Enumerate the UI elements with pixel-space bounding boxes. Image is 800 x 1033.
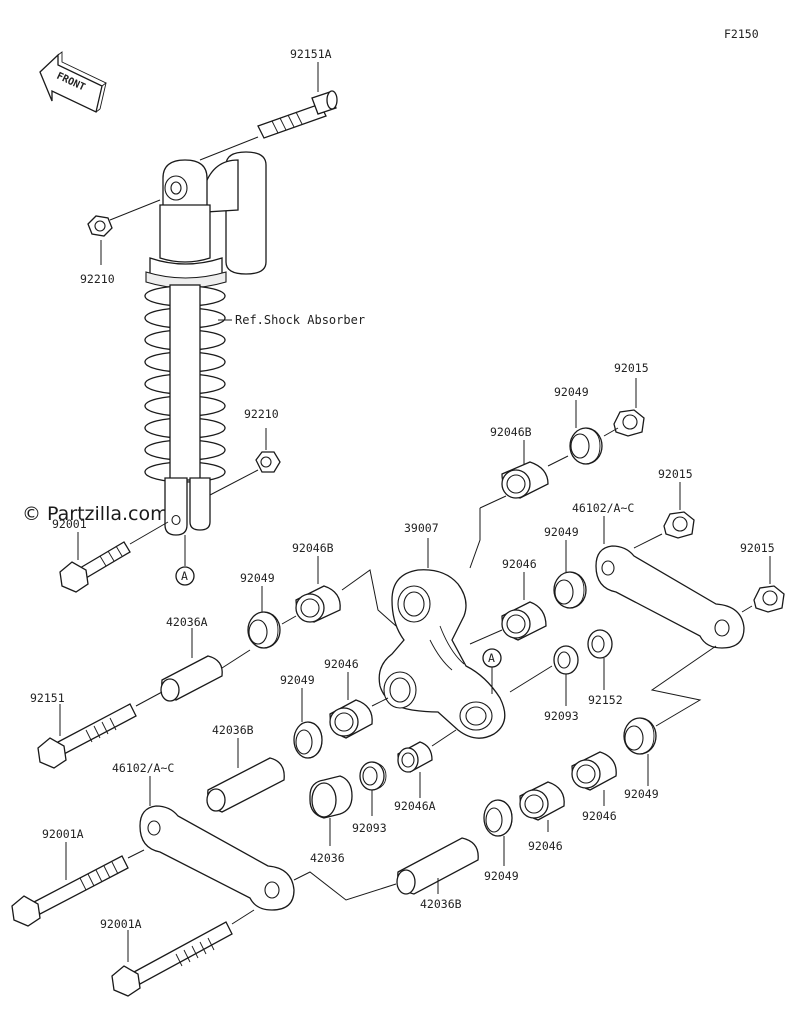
label-92049-f: 92049 <box>484 869 519 883</box>
label-92151a: 92151A <box>290 47 332 61</box>
label-92093-a: 92093 <box>544 709 579 723</box>
collar-42036 <box>309 775 353 819</box>
label-92049-c: 92049 <box>240 571 275 585</box>
collar-92049-bottom <box>483 799 513 837</box>
label-92015-a: 92015 <box>614 361 649 375</box>
nut-92210-top <box>87 215 113 237</box>
bolt-92001 <box>59 541 131 593</box>
label-92046-a: 92046 <box>502 557 537 571</box>
label-46102-b: 46102/A~C <box>112 761 174 775</box>
label-46102-a: 46102/A~C <box>572 501 634 515</box>
partzilla-watermark: © Partzilla.com <box>22 503 169 525</box>
nut-92210-mid <box>255 451 281 473</box>
bearing-92046-c <box>571 751 617 791</box>
label-92046a: 92046A <box>394 799 436 813</box>
front-arrow-icon: FRONT <box>39 51 107 113</box>
label-92046-b: 92046 <box>324 657 359 671</box>
label-92151: 92151 <box>30 691 65 705</box>
bearing-92046b-left <box>295 585 341 623</box>
seal-92093-right <box>553 645 579 675</box>
shock-absorber <box>144 151 267 536</box>
label-92001a-b: 92001A <box>100 917 142 931</box>
label-92210-mid: 92210 <box>244 407 279 421</box>
bolt-92001a-lower <box>111 921 233 997</box>
bolt-92001a-upper <box>11 855 129 927</box>
label-92049-d: 92049 <box>280 673 315 687</box>
bearing-92046-d <box>519 781 565 821</box>
collar-92049-left-a <box>247 611 281 649</box>
nut-92015-far-right <box>753 585 785 613</box>
bearing-92046-b <box>329 699 373 739</box>
ref-shock-absorber-label: Ref.Shock Absorber <box>235 313 365 327</box>
bearing-92046-a <box>501 601 547 641</box>
callout-a-right: A <box>488 651 495 665</box>
bearing-92046b-top <box>501 461 549 499</box>
rocker-arm-39007 <box>378 569 506 739</box>
collar-92049-top <box>569 427 603 465</box>
seal-92093-left <box>359 761 387 791</box>
washer-92152 <box>587 629 613 659</box>
link-46102-left <box>139 805 295 911</box>
label-92093-b: 92093 <box>352 821 387 835</box>
bolt-92151a <box>257 90 338 139</box>
label-92049-b: 92049 <box>544 525 579 539</box>
sleeve-42036a <box>160 655 223 702</box>
label-42036b-b: 42036B <box>420 897 462 911</box>
label-92152: 92152 <box>588 693 623 707</box>
nut-92015-top <box>613 409 645 437</box>
sleeve-42036b-upper <box>206 757 285 813</box>
figure-code: F2150 <box>724 27 759 41</box>
label-92001a-a: 92001A <box>42 827 84 841</box>
label-92049-a: 92049 <box>554 385 589 399</box>
collar-92049-lower-right <box>623 717 657 755</box>
bearing-92046a <box>397 741 433 773</box>
label-92015-b: 92015 <box>658 467 693 481</box>
label-92046b-a: 92046B <box>490 425 532 439</box>
label-92046-d: 92046 <box>528 839 563 853</box>
label-92049-e: 92049 <box>624 787 659 801</box>
sleeve-42036b-lower <box>396 837 479 895</box>
label-42036a: 42036A <box>166 615 208 629</box>
label-42036: 42036 <box>310 851 345 865</box>
bolt-92151 <box>37 703 137 769</box>
label-92001: 92001 <box>52 517 87 531</box>
label-92015-c: 92015 <box>740 541 775 555</box>
label-39007: 39007 <box>404 521 439 535</box>
label-92046b-b: 92046B <box>292 541 334 555</box>
label-42036b-a: 42036B <box>212 723 254 737</box>
collar-92049-right <box>553 571 587 609</box>
nut-92015-right <box>663 511 695 539</box>
collar-92049-left-b <box>293 721 323 759</box>
link-46102-right <box>595 545 745 649</box>
callout-a-left: A <box>181 569 188 583</box>
label-92210-top: 92210 <box>80 272 115 286</box>
label-92046-c: 92046 <box>582 809 617 823</box>
